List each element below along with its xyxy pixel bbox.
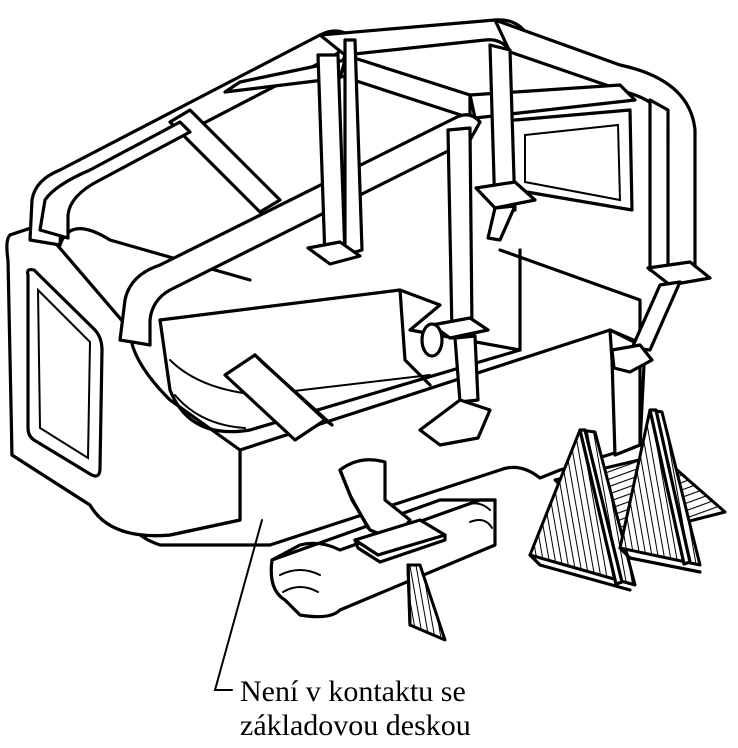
wedge-stand-small — [406, 563, 447, 642]
roll-cage — [28, 18, 712, 447]
caption-line-1: Není v kontaktu se — [240, 675, 466, 708]
support-beam — [269, 458, 497, 619]
leader-line — [213, 519, 263, 691]
caption-line-2: základovou deskou — [240, 709, 471, 742]
body-shell — [5, 223, 647, 547]
axle-stands — [528, 408, 727, 592]
